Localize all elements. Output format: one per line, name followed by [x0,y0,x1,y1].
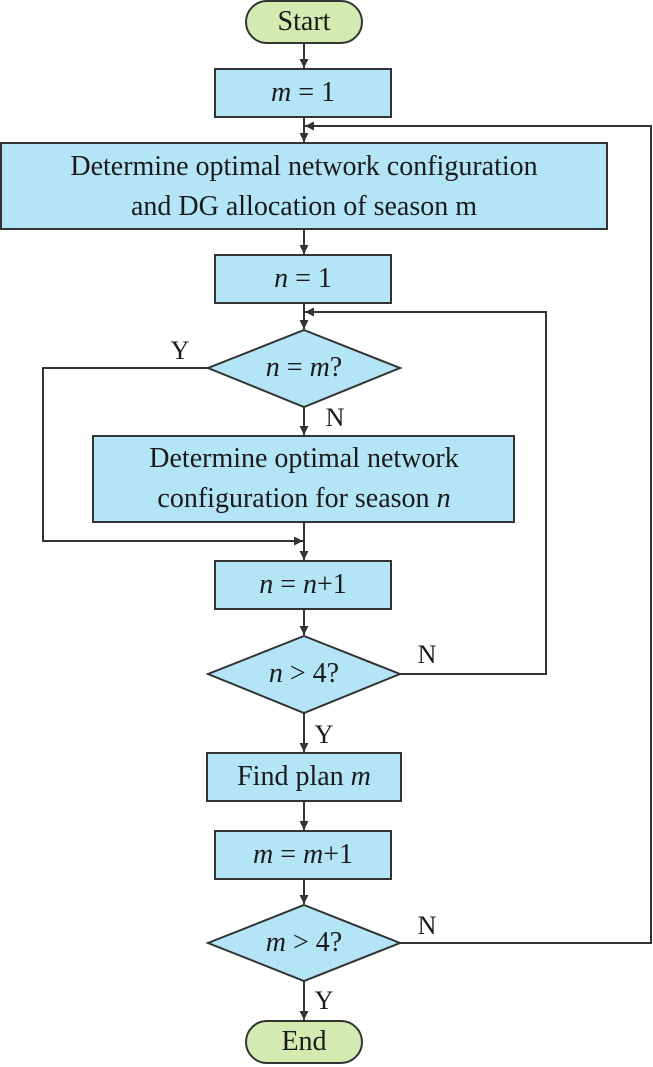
m-var: m [252,839,274,870]
n-var: n [268,658,283,689]
branch-label-yes: Y [314,720,334,749]
decision-m-gt-4-label: m > 4? [266,925,342,961]
determine-config-n-line1: Determine optimal network [149,443,459,474]
n-increment-box [214,560,392,610]
determine-config-n-box [92,435,515,523]
n-var: n [436,483,451,514]
m-var: m [270,77,292,108]
equals-sign: = [273,569,303,600]
branch-label-yes: Y [170,336,190,365]
branch-label-no: N [417,640,437,669]
n-increment-label: n = n+1 [259,567,347,603]
m-var: m [350,761,371,792]
condition-rest: > 4? [282,658,340,689]
determine-config-dg-line2: and DG allocation of season m [130,191,478,222]
m-increment-box [214,830,392,880]
arrow-n-eq-m-yes-bypass [42,367,303,546]
determine-config-n-label: Determine optimal network configuration … [149,439,458,519]
find-plan-text: Find plan [237,761,351,792]
branch-label-no: N [325,403,345,432]
arrow-n-gt-4-no-loop [305,307,547,675]
m-init-box [214,68,392,118]
n-var: n [303,569,317,600]
start-label: Start [277,6,331,37]
m-init-rest: = 1 [291,77,336,108]
branch-label-yes: Y [314,986,334,1015]
plus-one: +1 [323,839,354,870]
find-plan-label: Find plan m [237,759,371,795]
m-var: m [309,352,330,383]
line2-text: configuration for season [157,483,437,514]
n-var: n [265,352,280,383]
end-terminal [245,1020,363,1064]
n-var: n [274,263,289,294]
determine-config-dg-line1: Determine optimal network configuration [70,151,538,182]
question-mark: ? [329,352,343,383]
end-label: End [281,1026,327,1057]
arrow-m-gt-4-no-loop [305,121,652,944]
plus-one: +1 [317,569,347,600]
determine-config-n-line2: configuration for season n [149,479,458,519]
m-increment-label: m = m+1 [253,837,353,873]
n-var: n [259,569,274,600]
n-init-box [214,254,392,304]
condition-rest: > 4? [286,927,343,958]
m-var: m [303,839,324,870]
m-var: m [265,927,287,958]
m-init-label: m = 1 [271,75,335,111]
find-plan-box [206,752,402,802]
determine-config-dg-box [0,142,608,230]
n-init-rest: = 1 [288,263,332,294]
decision-n-eq-m-label: n = m? [266,350,342,386]
n-init-label: n = 1 [274,261,332,297]
equals-sign: = [273,839,303,870]
determine-config-dg-label: Determine optimal network configuration … [70,147,537,227]
equals-sign: = [279,352,310,383]
branch-label-no: N [417,911,437,940]
decision-n-gt-4-label: n > 4? [269,656,339,692]
